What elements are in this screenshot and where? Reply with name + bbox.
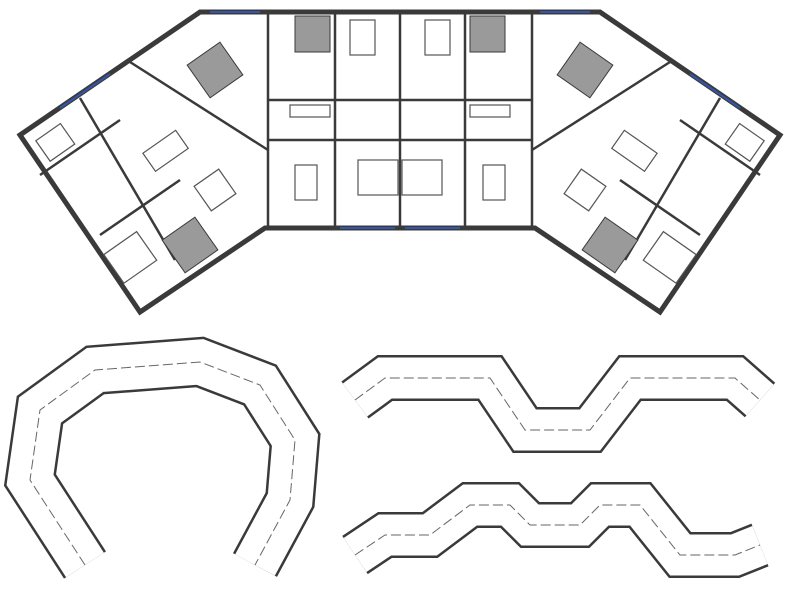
horseshoe-plan <box>3 336 321 579</box>
windows <box>59 11 741 229</box>
stairs <box>161 15 639 274</box>
apartment-block-plan <box>16 9 784 316</box>
interior-walls <box>39 14 761 261</box>
furniture <box>34 19 766 285</box>
zigzag-plan-upper <box>341 355 776 453</box>
zigzag-plan-lower <box>342 482 769 578</box>
